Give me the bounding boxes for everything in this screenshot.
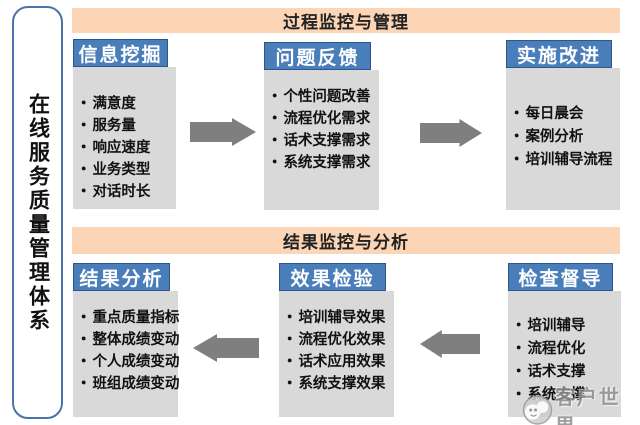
system-title: 在线服务质量管理体系 — [26, 92, 50, 333]
arrow-right-icon — [190, 118, 256, 146]
bullet-icon: ● — [287, 354, 293, 365]
bullet-icon: ● — [514, 153, 520, 163]
list-item: ●培训辅导效果 — [287, 309, 386, 326]
panel-title-label: 效果检验 — [290, 268, 375, 290]
panel-inspection-supervision-body: ●培训辅导 ●流程优化 ●话术支撑 ●系统支撑 — [508, 291, 621, 417]
process-section-title: 过程监控与管理 — [283, 13, 409, 32]
process-section-band: 过程监控与管理 — [72, 8, 620, 33]
list-item: ●话术支撑 — [516, 364, 586, 380]
arrow-left-icon — [193, 334, 259, 362]
panel-title-label: 实施改进 — [516, 45, 601, 67]
bullet-icon: ● — [81, 140, 87, 151]
list-item: ●流程优化需求 — [272, 110, 371, 127]
list-item: ●话术支撑需求 — [272, 132, 371, 149]
system-title-box: 在线服务质量管理体系 — [12, 6, 63, 419]
bullet-icon: ● — [272, 155, 278, 166]
panel-problem-feedback-title: 问题反馈 — [264, 42, 371, 70]
list-item: ●业务类型 — [81, 161, 151, 178]
bullet-icon: ● — [516, 388, 522, 398]
panel-info-mining: 信息挖掘 ●满意度 ●服务量 ●响应速度 ●业务类型 ●对话时长 — [73, 39, 176, 209]
panel-problem-feedback-body: ●个性问题改善 ●流程优化需求 ●话术支撑需求 ●系统支撑需求 — [264, 70, 379, 210]
bullet-icon: ● — [516, 365, 522, 375]
bullet-icon: ● — [272, 133, 278, 144]
bullet-icon: ● — [287, 376, 293, 387]
panel-result-analysis-body: ●重点质量指标 ●整体成绩变动 ●个人成绩变动 ●班组成绩变动 — [73, 291, 180, 417]
panel-result-analysis: 结果分析 ●重点质量指标 ●整体成绩变动 ●个人成绩变动 ●班组成绩变动 — [73, 263, 180, 417]
watermark: 客户世界 — [522, 381, 640, 425]
panel-effect-check: 效果检验 ●培训辅导效果 ●流程优化效果 ●话术应用效果 ●系统支撑效果 — [279, 263, 394, 417]
result-section-band: 结果监控与分析 — [72, 227, 620, 254]
bullet-icon: ● — [81, 354, 87, 365]
list-item: ●培训辅导 — [516, 318, 586, 334]
panel-inspection-supervision: 检查督导 ●培训辅导 ●流程优化 ●话术支撑 ●系统支撑 — [508, 263, 621, 417]
bullet-icon: ● — [81, 310, 87, 321]
watermark-text: 客户世界 — [554, 387, 621, 425]
panel-effect-check-title: 效果检验 — [279, 263, 386, 291]
arrow-right-icon — [420, 119, 482, 147]
panel-title-label: 信息挖掘 — [78, 44, 163, 66]
list-item: ●服务量 — [81, 117, 136, 134]
list-item: ●满意度 — [81, 95, 136, 112]
bullet-icon: ● — [272, 111, 278, 122]
list-item: ●流程优化 — [516, 341, 586, 357]
bullet-icon: ● — [516, 319, 522, 329]
list-item: ●个性问题改善 — [272, 88, 371, 105]
panel-implement-improvement: 实施改进 ●每日晨会 ●案例分析 ●培训辅导流程 — [506, 40, 620, 210]
list-item: ●整体成绩变动 — [81, 331, 180, 348]
list-item: ●培训辅导流程 — [514, 152, 613, 168]
list-item: ●班组成绩变动 — [81, 375, 180, 392]
panel-title-label: 结果分析 — [79, 268, 164, 290]
list-item: ●流程优化效果 — [287, 331, 386, 348]
panel-effect-check-body: ●培训辅导效果 ●流程优化效果 ●话术应用效果 ●系统支撑效果 — [279, 291, 394, 417]
bullet-icon: ● — [81, 96, 87, 107]
list-item: ●话术应用效果 — [287, 353, 386, 370]
bullet-icon: ● — [287, 332, 293, 343]
panel-info-mining-title: 信息挖掘 — [73, 39, 168, 67]
arrow-left-icon — [420, 330, 480, 358]
panel-info-mining-body: ●满意度 ●服务量 ●响应速度 ●业务类型 ●对话时长 — [73, 67, 176, 209]
list-item: ●案例分析 — [514, 129, 584, 145]
bullet-icon: ● — [516, 342, 522, 352]
bullet-icon: ● — [287, 310, 293, 321]
list-item: ●响应速度 — [81, 139, 151, 156]
bullet-icon: ● — [514, 107, 520, 117]
list-item: ●系统支撑效果 — [287, 375, 386, 392]
panel-implement-improvement-body: ●每日晨会 ●案例分析 ●培训辅导流程 — [506, 68, 620, 210]
bullet-icon: ● — [514, 130, 520, 140]
list-item: ●个人成绩变动 — [81, 353, 180, 370]
panel-result-analysis-title: 结果分析 — [73, 263, 170, 291]
panel-inspection-supervision-title: 检查督导 — [508, 263, 613, 291]
bullet-icon: ● — [81, 184, 87, 195]
result-section-title: 结果监控与分析 — [283, 233, 409, 252]
panel-implement-improvement-title: 实施改进 — [506, 40, 612, 68]
list-item: ●对话时长 — [81, 183, 151, 200]
panel-problem-feedback: 问题反馈 ●个性问题改善 ●流程优化需求 ●话术支撑需求 ●系统支撑需求 — [264, 42, 379, 210]
panel-title-label: 检查督导 — [518, 268, 603, 290]
list-item: ●重点质量指标 — [81, 309, 180, 326]
watermark-logo-icon — [522, 395, 553, 425]
bullet-icon: ● — [81, 376, 87, 387]
bullet-icon: ● — [81, 162, 87, 173]
panel-title-label: 问题反馈 — [275, 47, 360, 69]
list-item: ●系统支撑需求 — [272, 154, 371, 171]
list-item: ●每日晨会 — [514, 106, 584, 122]
bullet-icon: ● — [81, 118, 87, 129]
bullet-icon: ● — [272, 89, 278, 100]
bullet-icon: ● — [81, 332, 87, 343]
